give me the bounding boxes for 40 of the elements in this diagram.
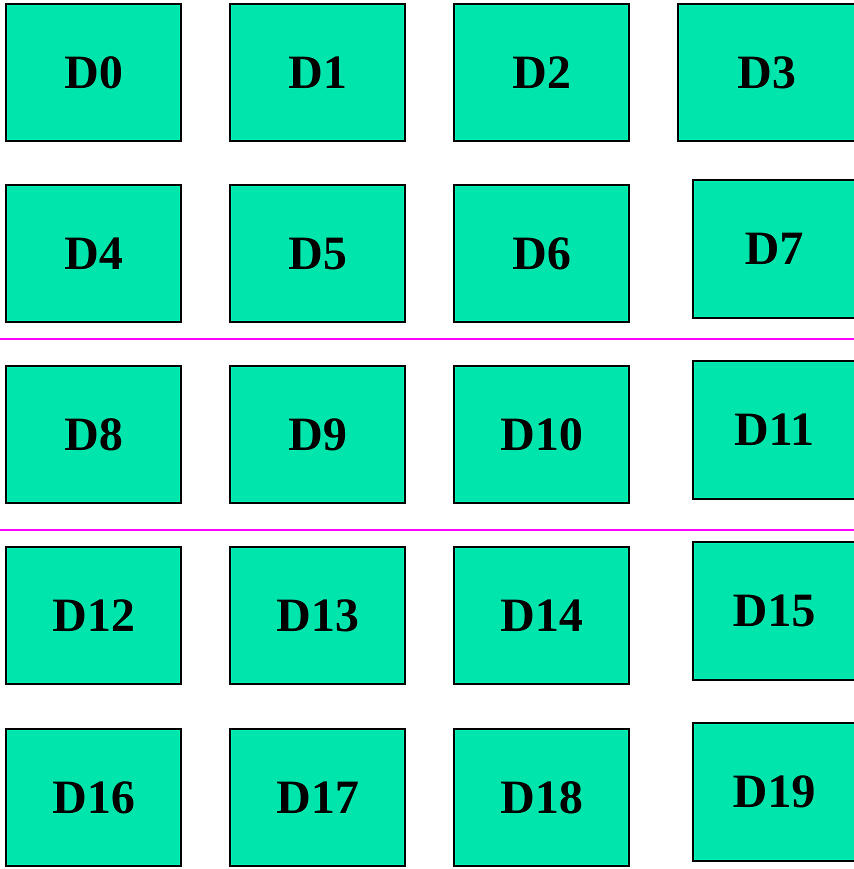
block-box xyxy=(453,3,630,142)
block-box xyxy=(229,546,406,685)
block-label: D8 xyxy=(64,410,123,458)
block-label: D18 xyxy=(500,774,583,822)
block-label: D14 xyxy=(500,592,583,640)
block-box xyxy=(453,728,630,867)
block-box xyxy=(229,728,406,867)
block-box xyxy=(692,179,854,319)
block-label: D9 xyxy=(288,410,347,458)
block-label: D2 xyxy=(512,48,571,96)
block-box xyxy=(229,3,406,142)
block-label: D1 xyxy=(288,48,347,96)
block-box xyxy=(5,3,182,142)
block-label: D19 xyxy=(732,768,816,816)
block-label: D12 xyxy=(52,592,135,640)
block-box xyxy=(5,365,182,504)
block-label: D13 xyxy=(276,592,359,640)
block-label: D10 xyxy=(500,410,583,458)
block-box xyxy=(453,184,630,323)
block-box xyxy=(692,541,854,681)
block-box xyxy=(5,546,182,685)
block-box xyxy=(453,365,630,504)
block-label: D0 xyxy=(64,48,123,96)
block-box xyxy=(5,184,182,323)
block-box xyxy=(229,184,406,323)
block-label: D11 xyxy=(734,406,814,454)
block-label: D5 xyxy=(288,230,347,278)
block-label: D15 xyxy=(732,587,816,635)
block-label: D6 xyxy=(512,230,571,278)
block-box xyxy=(692,722,854,862)
block-box xyxy=(5,728,182,867)
block-label: D3 xyxy=(737,48,796,96)
block-box xyxy=(453,546,630,685)
block-box xyxy=(229,365,406,504)
block-label: D17 xyxy=(276,774,359,822)
block-label: D7 xyxy=(744,225,804,273)
block-box xyxy=(692,360,854,500)
block-label: D4 xyxy=(64,230,123,278)
block-box xyxy=(677,3,854,142)
block-label: D16 xyxy=(52,774,135,822)
